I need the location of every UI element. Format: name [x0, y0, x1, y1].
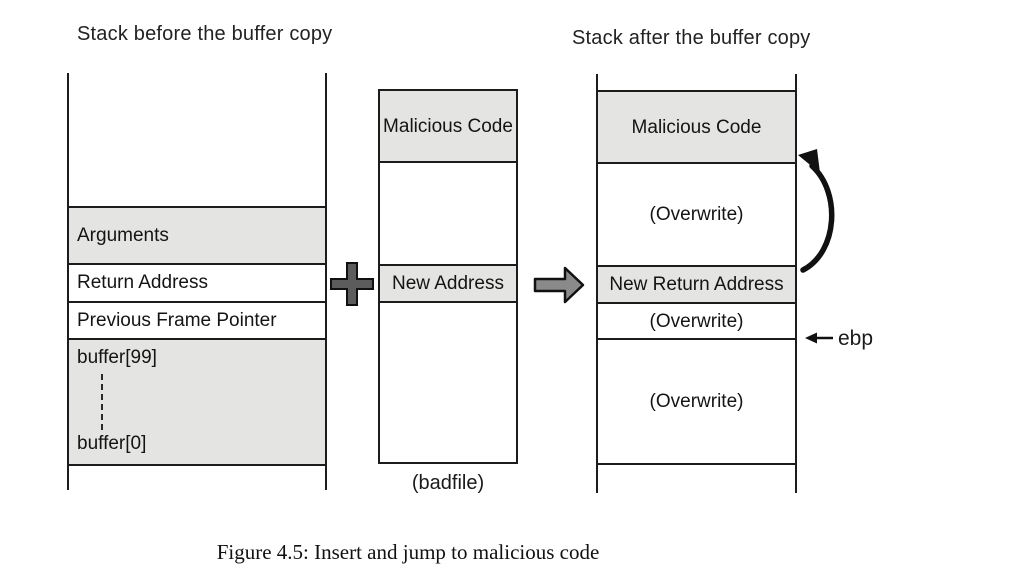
plus-icon: [330, 262, 374, 306]
buffer-0-label: buffer[0]: [77, 433, 147, 454]
cell-overwrite-buffer: (Overwrite): [596, 340, 797, 463]
jump-arrow-icon: [800, 163, 835, 273]
badfile-caption: (badfile): [411, 472, 485, 494]
badfile-malicious-code-label: Malicious Code: [383, 115, 513, 137]
cell-overwrite-args: (Overwrite): [596, 164, 797, 267]
buffer-99-label: buffer[99]: [77, 347, 157, 368]
badfile-new-address-label: New Address: [392, 273, 504, 294]
badfile-cell-empty-top: [380, 163, 516, 266]
right-stack-rail-right: [795, 74, 797, 493]
cell-new-return-address: New Return Address: [596, 267, 797, 304]
badfile-column: Malicious Code New Address: [378, 89, 518, 464]
badfile-cell-empty-bottom: [380, 303, 516, 462]
cell-overwrite-fp: (Overwrite): [596, 304, 797, 340]
cell-previous-frame-pointer-label: Previous Frame Pointer: [77, 309, 277, 331]
new-return-address-label: New Return Address: [609, 274, 784, 295]
transform-arrow-icon: [533, 266, 585, 304]
jump-arrow-head-icon: [798, 149, 820, 173]
right-stack-rail-left: [596, 74, 598, 493]
badfile-cell-new-address: New Address: [380, 266, 516, 303]
overwrite-args-label: (Overwrite): [649, 204, 744, 225]
left-stack: Arguments Return Address Previous Frame …: [67, 206, 327, 466]
cell-arguments-label: Arguments: [77, 224, 169, 246]
right-stack-title: Stack after the buffer copy: [572, 27, 811, 49]
left-stack-rail-right: [325, 73, 327, 490]
badfile-cell-malicious-code: Malicious Code: [380, 91, 516, 163]
cell-malicious-code-after: Malicious Code: [596, 92, 797, 164]
ellipsis-dashed-line: [101, 374, 103, 430]
figure-caption: Figure 4.5: Insert and jump to malicious…: [216, 540, 600, 564]
cell-previous-frame-pointer: Previous Frame Pointer: [67, 303, 327, 340]
cell-arguments: Arguments: [67, 208, 327, 265]
cell-buffer: buffer[99] buffer[0]: [67, 340, 327, 466]
overwrite-buffer-label: (Overwrite): [649, 391, 744, 412]
malicious-code-after-label: Malicious Code: [631, 116, 762, 138]
ebp-arrow-head-icon: [805, 332, 817, 344]
ebp-label: ebp: [838, 327, 874, 350]
left-stack-rail-left: [67, 73, 69, 490]
cell-return-address: Return Address: [67, 265, 327, 303]
cell-return-address-label: Return Address: [77, 272, 208, 293]
overwrite-fp-label: (Overwrite): [649, 310, 744, 332]
left-stack-title: Stack before the buffer copy: [77, 23, 333, 45]
right-stack: Malicious Code (Overwrite) New Return Ad…: [596, 90, 797, 465]
